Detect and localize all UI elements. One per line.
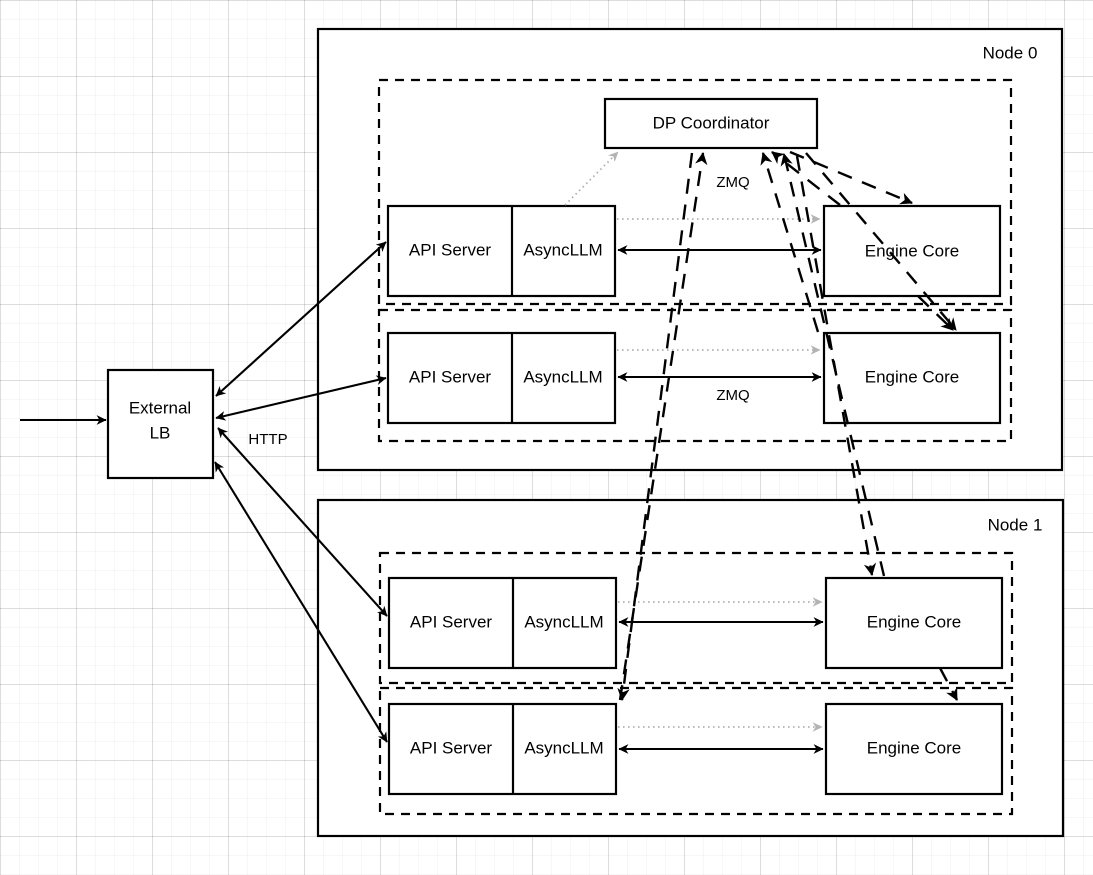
external-lb-box[interactable]: [106, 368, 215, 480]
zmq-top-edge-label: ZMQ: [716, 174, 749, 191]
coordinator-to-node0-group0-engine: [789, 150, 913, 205]
external-lb-label-line2: LB: [150, 423, 171, 442]
node1-engine-chain-arrow: [938, 667, 959, 701]
node1-group1-engine-to-coordinator: [618, 152, 708, 701]
node1-group-1-engine-core-label: Engine Core: [867, 738, 962, 757]
lb-to-node1-group1-arrow: [214, 461, 388, 743]
coordinator-to-node1-group0-engine: [795, 155, 877, 576]
node1-group-0-api-server-label: API Server: [410, 612, 493, 631]
node0-group-0-api-server-label: API Server: [409, 240, 492, 259]
external-lb-label-line1: External: [129, 398, 191, 417]
node0-group0-engine-to-coordinator: [771, 151, 841, 206]
node1-group-0-engine-box[interactable]: [824, 576, 1004, 670]
node-0-label: Node 0: [983, 43, 1038, 62]
dp-coordinator-box[interactable]: [603, 97, 819, 150]
node1-group-1-server-box[interactable]: [387, 702, 618, 796]
node0-group-1-server-box[interactable]: [386, 331, 617, 425]
dp-coordinator-label: DP Coordinator: [653, 113, 770, 132]
node1-group-0-server-box[interactable]: [387, 576, 618, 670]
coordinator-to-node1-group1-engine: [617, 152, 694, 701]
node0-group-1-asyncllm-label: AsyncLLM: [523, 367, 602, 386]
node-1-label: Node 1: [988, 515, 1043, 534]
node1-group-1-api-server-label: API Server: [410, 738, 493, 757]
node0-group-1-api-server-label: API Server: [409, 367, 492, 386]
coordinator-to-node0-group1-engine: [805, 152, 957, 331]
zmq-mid-edge-label: ZMQ: [716, 387, 749, 404]
node0-group-0-asyncllm-label: AsyncLLM: [523, 240, 602, 259]
lb-to-node0-group1-arrow: [215, 375, 387, 421]
node0-engine-chain-arrow: [917, 295, 954, 331]
node0-group-0-boundary: [377, 78, 1013, 306]
node1-group-1-asyncllm-label: AsyncLLM: [524, 738, 603, 757]
node1-group-1-boundary: [378, 686, 1014, 816]
node0-group-1-engine-core-label: Engine Core: [865, 367, 960, 386]
node1-group-0-asyncllm-label: AsyncLLM: [524, 612, 603, 631]
node0-group1-engine-to-coordinator: [760, 152, 820, 333]
node0-group-0-server-box[interactable]: [386, 204, 617, 298]
http-edge-label: HTTP: [248, 431, 287, 448]
node1-group-1-engine-box[interactable]: [824, 702, 1004, 796]
node0-group-1-engine-box[interactable]: [822, 331, 1002, 425]
lb-to-node0-group0-arrow: [215, 241, 387, 397]
node0-group-0-engine-box[interactable]: [822, 204, 1002, 298]
node0-group-0-engine-core-label: Engine Core: [865, 241, 960, 260]
node1-group-0-engine-core-label: Engine Core: [867, 612, 962, 631]
